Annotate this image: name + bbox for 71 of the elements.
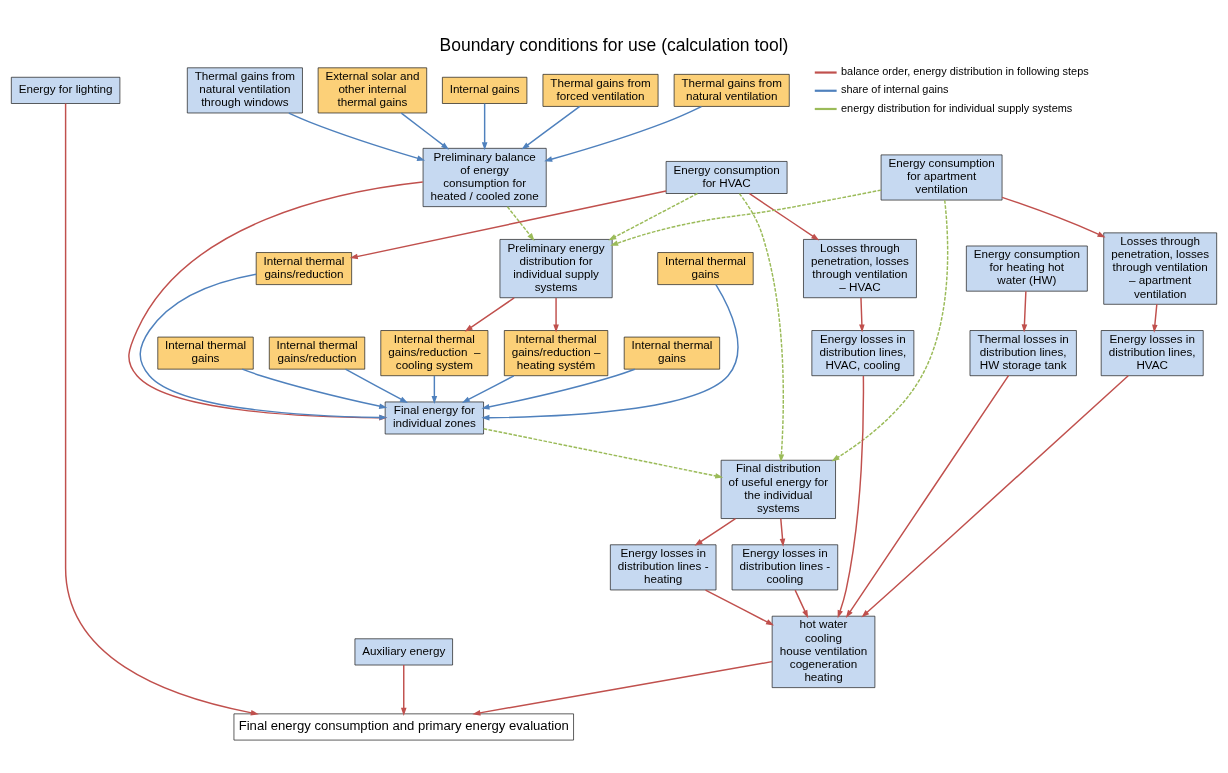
node-box: Energy consumption for apartment ventilation — [880, 154, 1003, 200]
arrow — [837, 374, 865, 618]
node-box: Energy consumption for heating hot water (HW) — [966, 245, 1088, 292]
node-box: Internal thermal gains/reduction – cooling system — [380, 329, 489, 376]
node-box: Thermal gains from forced ventilation — [542, 73, 659, 107]
arrow — [794, 588, 809, 618]
node-box: Internal thermal gains/reduction — [268, 336, 366, 369]
arrow — [288, 111, 426, 161]
arrow — [608, 192, 699, 240]
node-box: Final distribution of useful energy for the individual systems — [720, 459, 836, 519]
diagram-title: Boundary conditions for use (calculation tool) — [439, 34, 789, 55]
arrow — [481, 102, 488, 150]
arrow — [400, 111, 450, 150]
node-box: Losses through penetration, losses through ventilation – HVAC — [803, 238, 917, 298]
arrow — [738, 192, 785, 462]
node-box: Thermal gains from natural ventilation through windows — [186, 66, 303, 113]
arrow — [553, 296, 559, 332]
arrow — [694, 517, 737, 546]
arrow — [481, 283, 739, 420]
node-box: Final energy consumption and primary energy evaluation — [233, 713, 574, 740]
legend-label: energy distribution for individual supply systems — [841, 101, 1073, 114]
arrow — [64, 102, 259, 715]
arrow — [464, 296, 515, 332]
arrow — [1001, 196, 1106, 238]
node-box: External solar and other internal thermal gains — [317, 66, 428, 113]
node-box: Energy consumption for HVAC — [665, 160, 788, 194]
arrow — [704, 588, 775, 626]
node-box: Losses through penetration, losses through ventilation – apartment ventilation — [1103, 232, 1218, 305]
arrow — [482, 427, 724, 479]
node-box: Thermal losses in distribution lines, HW storage tank — [969, 329, 1077, 376]
arrow — [349, 189, 667, 259]
arrow — [400, 663, 407, 716]
arrow — [544, 105, 703, 162]
node-box: Final energy for individual zones — [384, 401, 484, 434]
arrow — [845, 374, 1010, 618]
arrow — [521, 105, 581, 150]
arrow — [1021, 290, 1028, 332]
arrow — [610, 188, 882, 246]
arrow — [128, 180, 424, 421]
node-box: Internal gains — [442, 76, 528, 104]
node-box: Energy for lighting — [10, 76, 121, 104]
arrow — [139, 272, 388, 420]
node-box: Internal thermal gains/reduction — [255, 251, 352, 285]
arrow — [241, 367, 388, 409]
arrow — [748, 192, 820, 240]
arrow — [779, 517, 786, 547]
arrow — [461, 374, 515, 403]
arrow — [472, 660, 773, 716]
arrow — [1152, 303, 1158, 333]
node-box: Energy losses in distribution lines - heating — [610, 543, 717, 590]
node-box: Energy losses in distribution lines - cooling — [731, 543, 839, 590]
arrow — [481, 367, 636, 410]
legend-label: share of internal gains — [841, 82, 949, 95]
legend-label: balance order, energy distribution in following steps — [841, 64, 1089, 77]
node-box: Internal thermal gains — [657, 251, 754, 285]
node-box: Preliminary energy distribution for individual supply systems — [499, 238, 613, 298]
node-box: Preliminary balance of energy consumption for heated / cooled zone — [422, 147, 547, 207]
node-box: Thermal gains from natural ventilation — [673, 73, 790, 107]
arrow — [859, 296, 865, 332]
node-box: Auxiliary energy — [354, 637, 453, 665]
arrow — [344, 367, 408, 403]
arrow — [431, 374, 438, 404]
node-box: Energy losses in distribution lines, HVAC, cooling — [811, 329, 915, 376]
node-box: Internal thermal gains — [157, 336, 254, 369]
arrow — [506, 205, 535, 241]
arrow — [831, 199, 949, 461]
node-box: Internal thermal gains — [623, 336, 721, 369]
arrow — [861, 374, 1129, 617]
node-box: Energy losses in distribution lines, HVAC — [1100, 329, 1204, 376]
node-box: Internal thermal gains/reduction – heating systém — [503, 329, 609, 376]
node-box: hot water cooling house ventilation cogeneration heating — [771, 615, 876, 688]
